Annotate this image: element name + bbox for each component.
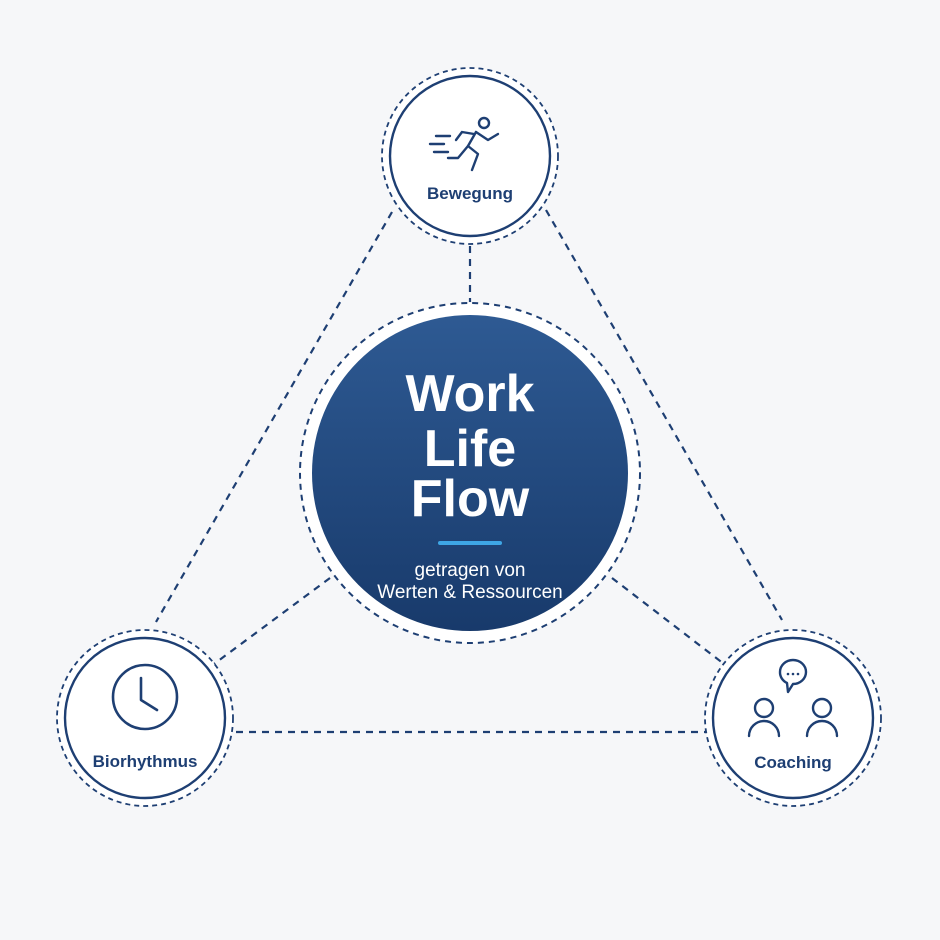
coaching-people-icon <box>747 658 839 738</box>
node-bewegung-label: Bewegung <box>427 184 513 203</box>
connector-top-right <box>545 209 783 621</box>
node-biorhythmus: Biorhythmus <box>56 629 234 807</box>
center-title-line-1: Work <box>405 365 534 423</box>
center-hub: Work Life Flow getragen von Werten & Res… <box>299 302 641 644</box>
node-bewegung: Bewegung <box>381 67 559 245</box>
clock-icon <box>111 663 179 731</box>
node-biorhythmus-label: Biorhythmus <box>93 752 198 771</box>
center-title-line-2: Life <box>424 420 516 478</box>
center-title-line-3: Flow <box>411 470 530 528</box>
center-circle <box>312 315 628 631</box>
center-subtitle-line-2: Werten & Ressourcen <box>377 582 563 603</box>
center-subtitle-line-1: getragen von <box>415 560 526 581</box>
triangle-connectors <box>155 209 783 734</box>
running-person-icon <box>428 116 500 172</box>
node-coaching-circle <box>711 636 875 800</box>
center-accent-line <box>438 541 502 545</box>
connector-top-left <box>155 211 393 623</box>
spoke-right <box>611 577 725 665</box>
spoke-left <box>213 577 331 665</box>
node-bewegung-circle <box>388 74 552 238</box>
node-coaching: Coaching <box>704 629 882 807</box>
node-biorhythmus-circle <box>63 636 227 800</box>
spoke-connectors <box>213 246 725 665</box>
node-coaching-label: Coaching <box>754 753 831 772</box>
